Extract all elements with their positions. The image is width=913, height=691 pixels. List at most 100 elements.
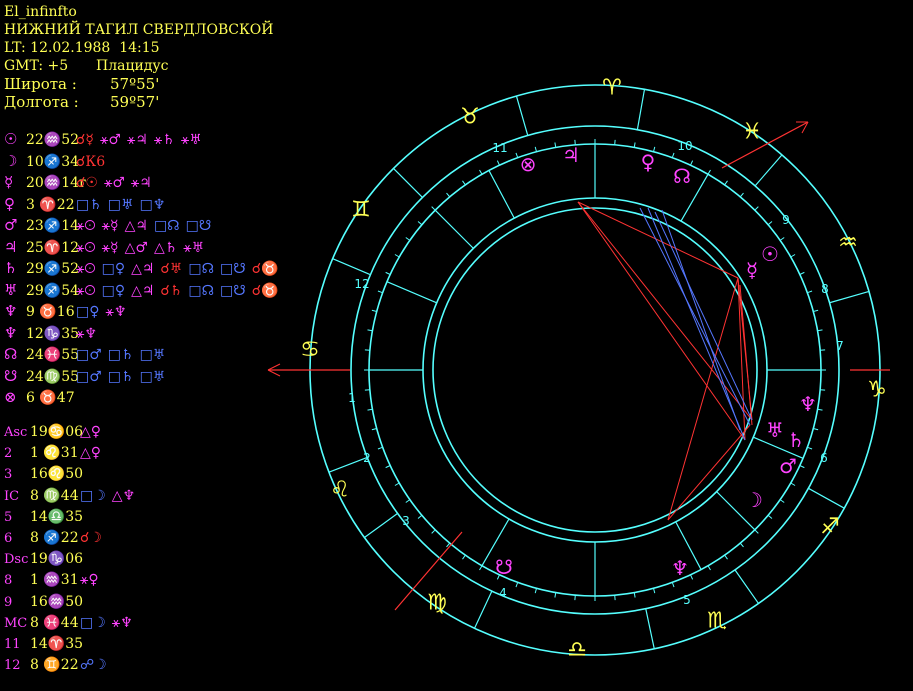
aspect: ⚹♃: [130, 175, 152, 191]
degree-tick: [817, 408, 823, 411]
degree-tick: [367, 408, 373, 411]
planet-symbol: ♅: [4, 280, 18, 299]
degree-tick: [385, 271, 391, 275]
degree-tick: [790, 254, 796, 258]
chart-planet: ☿: [746, 258, 758, 282]
aspect: □☽: [80, 487, 106, 504]
aspect: △♃: [131, 261, 155, 277]
planet-symbol: ☋: [4, 366, 18, 385]
aspect: □♄: [76, 196, 102, 213]
zodiac-position: 8 ♍44: [30, 487, 79, 504]
chart-planet: ♄: [787, 428, 805, 452]
planet-symbol: ♀: [4, 194, 15, 213]
house-cusp: [481, 518, 510, 567]
chart-ring: [350, 125, 840, 615]
degree-tick: [754, 529, 759, 534]
degree-tick: [799, 271, 805, 275]
chart-planet: ♃: [562, 143, 580, 167]
degree-tick: [779, 499, 785, 503]
zodiac-position: 1 ♒31: [30, 572, 79, 589]
house-label: 8: [4, 573, 13, 589]
aspect: ☌☉: [76, 175, 98, 191]
zodiac-position: 14♎35: [30, 508, 84, 525]
planet-row: ♂23♐14⚹☉⚹☿△♃□☊□☋: [4, 216, 217, 238]
aspect: ⚹♆: [105, 304, 127, 320]
degree-tick: [431, 206, 436, 211]
aspect-line: [647, 207, 746, 441]
zodiac-position: 29♐52: [26, 261, 80, 277]
aspect: □♅: [139, 368, 166, 385]
birth-datetime: LT: 12.02.1988 14:15: [4, 40, 160, 56]
degree-tick: [653, 588, 656, 594]
aspect: ⚹♆: [76, 325, 97, 342]
planet-symbol: ♃: [4, 237, 18, 256]
house-number: 6: [820, 451, 828, 465]
aspect: ☌☿: [76, 132, 94, 148]
house-number: 8: [821, 282, 829, 296]
zodiac-position: 3 ♈22: [26, 196, 75, 213]
degree-tick: [431, 529, 436, 534]
degree-tick: [377, 446, 383, 450]
degree-tick: [534, 588, 537, 594]
chart-planet: ♂: [779, 454, 797, 478]
asc-arrow: [267, 363, 281, 377]
sign-divider: [734, 569, 759, 604]
planet-symbol: ♄: [4, 259, 18, 277]
house-label: 5: [4, 509, 13, 525]
house-cusp: [675, 521, 702, 570]
aspect: □♂: [76, 368, 102, 385]
house-label: MC: [4, 615, 28, 631]
planet-row: ♆9 ♉16□♀⚹♆: [4, 302, 132, 324]
longitude-label: Долгота :: [4, 93, 79, 111]
planet-row: ☉22♒52☌☿⚹♂⚹♃⚹♄⚹♅: [4, 130, 208, 152]
planet-row: ☽10♐34☌К6: [4, 152, 111, 174]
aspect: □♅: [107, 196, 134, 213]
degree-tick: [479, 169, 483, 175]
planet-row: ♆12♑35⚹♆: [4, 324, 103, 346]
zodiac-sign: ♊: [351, 198, 371, 223]
sign-divider: [332, 258, 371, 276]
house-label: 11: [4, 637, 21, 652]
aspect: ☌К6: [76, 153, 106, 170]
house-row: 5 14♎35: [4, 508, 84, 531]
house-label: Asc: [4, 425, 28, 440]
degree-tick: [371, 428, 377, 431]
aspect: □☊: [153, 218, 180, 234]
aspect: □☊: [188, 282, 215, 299]
degree-tick: [515, 152, 519, 158]
mc-arrow: [796, 121, 809, 134]
aspect-line: [577, 201, 753, 421]
sign-divider: [829, 290, 870, 304]
house-number: 11: [492, 141, 507, 155]
degree-tick: [496, 574, 500, 580]
degree-tick: [554, 142, 557, 148]
aspect: ⚹♂: [103, 175, 125, 191]
degree-tick: [496, 160, 500, 166]
degree-tick: [724, 180, 728, 186]
degree-tick: [446, 542, 451, 548]
degree-tick: [385, 465, 391, 469]
planet-symbol: ☿: [4, 173, 14, 191]
planet-row: ☿20♒14r☌☉⚹♂⚹♃: [4, 173, 158, 195]
aspect: □♅: [139, 347, 166, 363]
aspect-line: [739, 284, 753, 426]
aspect: ☌♉: [251, 282, 279, 299]
house-number: 2: [363, 451, 371, 465]
zodiac-sign: ♈: [602, 76, 622, 101]
degree-tick: [739, 192, 744, 198]
degree-tick: [405, 237, 411, 241]
degree-tick: [479, 565, 483, 571]
degree-tick: [462, 554, 466, 560]
aspect: □☋: [220, 282, 246, 299]
aspect: ⚹♃: [126, 132, 148, 148]
chart-planet: ☊: [673, 164, 691, 188]
zodiac-position: 14♈35: [30, 636, 84, 652]
aspect-line: [639, 207, 751, 426]
degree-tick: [690, 574, 694, 580]
